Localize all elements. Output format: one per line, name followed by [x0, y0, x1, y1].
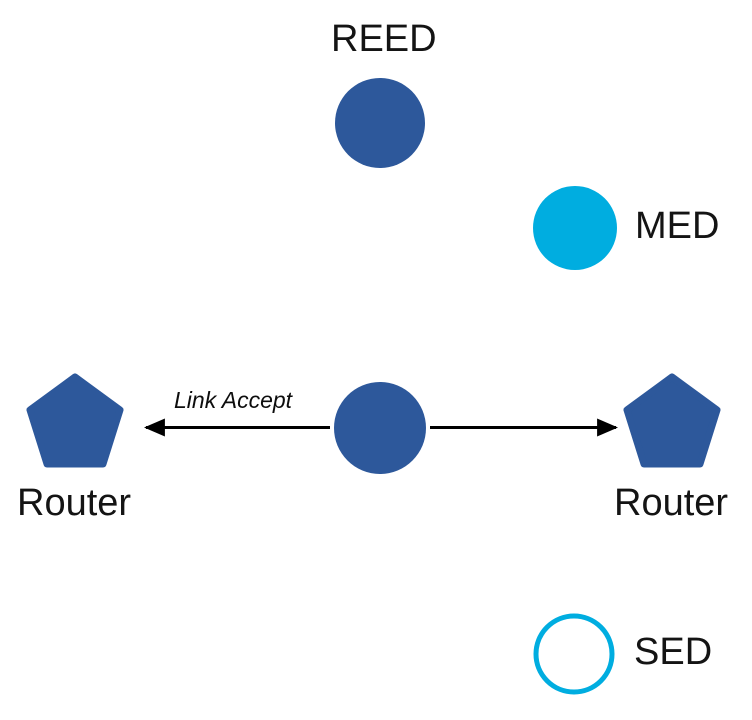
node-label-med: MED	[635, 205, 720, 247]
node-label-reed: REED	[331, 18, 437, 60]
node-label-router-right: Router	[614, 482, 729, 524]
node-router-left-pentagon[interactable]	[26, 373, 124, 468]
node-label-sed: SED	[634, 631, 713, 673]
node-label-router-left: Router	[17, 482, 132, 524]
node-sed-circle[interactable]	[533, 613, 615, 695]
node-router-right-pentagon[interactable]	[623, 373, 721, 468]
node-reed-circle[interactable]	[335, 78, 425, 168]
edge-label-link-accept: Link Accept	[174, 387, 293, 413]
node-center-circle[interactable]	[334, 382, 426, 474]
node-med-circle[interactable]	[533, 186, 617, 270]
